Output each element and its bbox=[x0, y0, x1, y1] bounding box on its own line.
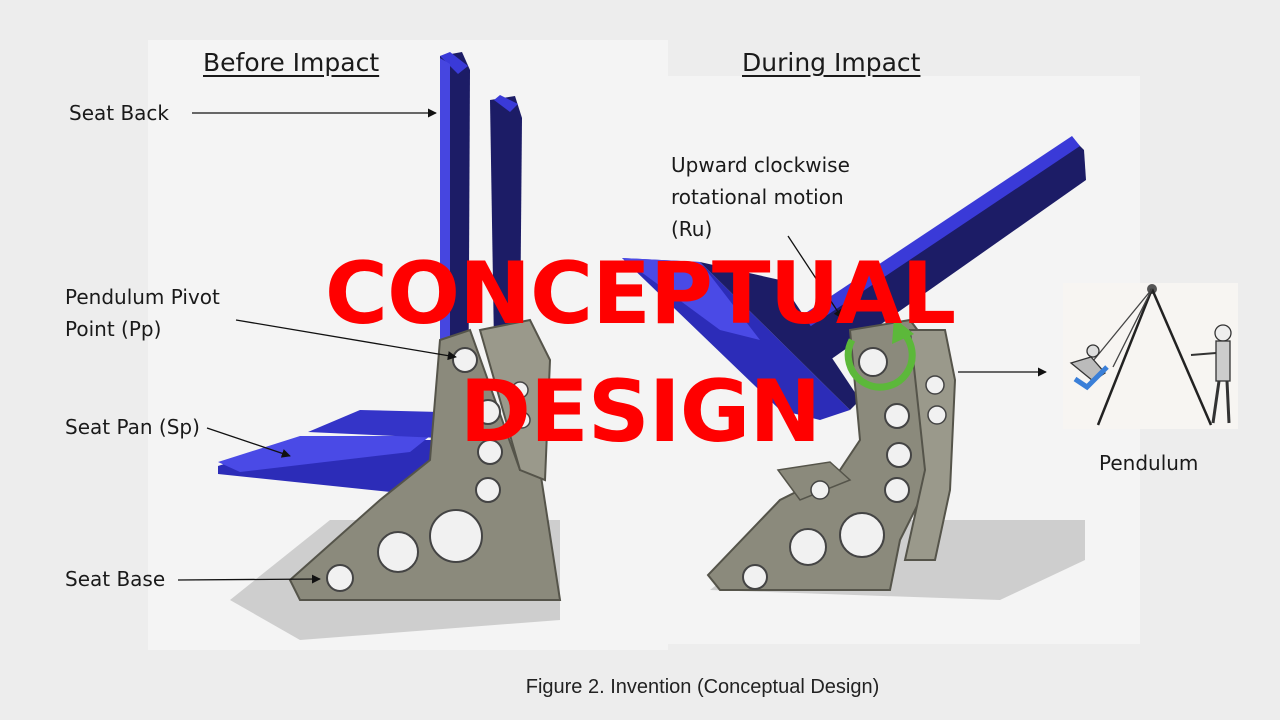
seat-base-label: Seat Base bbox=[65, 567, 166, 591]
rotation-label-line1: Upward clockwise bbox=[671, 153, 850, 177]
pivot-leader bbox=[235, 319, 457, 361]
pivot-label-line2: Point (Pp) bbox=[65, 317, 162, 341]
seat-pan-leader bbox=[206, 427, 291, 458]
rotation-label-line2: rotational motion bbox=[671, 185, 844, 209]
overlay-title-line2: DESIGN bbox=[459, 362, 822, 462]
seat-base-leader bbox=[177, 574, 321, 584]
rotation-leader bbox=[787, 235, 843, 319]
before-impact-heading: Before Impact bbox=[203, 48, 380, 77]
pendulum-illustration bbox=[1063, 283, 1238, 429]
rotation-label-line3: (Ru) bbox=[671, 217, 713, 241]
seat-back-label: Seat Back bbox=[69, 101, 170, 125]
pendulum-label: Pendulum bbox=[1099, 451, 1199, 475]
before-impact-seat bbox=[218, 52, 562, 640]
overlay-title-line1: CONCEPTUAL bbox=[324, 244, 956, 344]
during-impact-seat bbox=[622, 136, 1086, 600]
rotation-arrow-icon bbox=[844, 327, 916, 391]
figure-caption: Figure 2. Invention (Conceptual Design) bbox=[525, 676, 880, 698]
pivot-label-line1: Pendulum Pivot bbox=[65, 285, 220, 309]
during-impact-heading: During Impact bbox=[742, 48, 921, 77]
seat-pan-label: Seat Pan (Sp) bbox=[65, 415, 200, 439]
